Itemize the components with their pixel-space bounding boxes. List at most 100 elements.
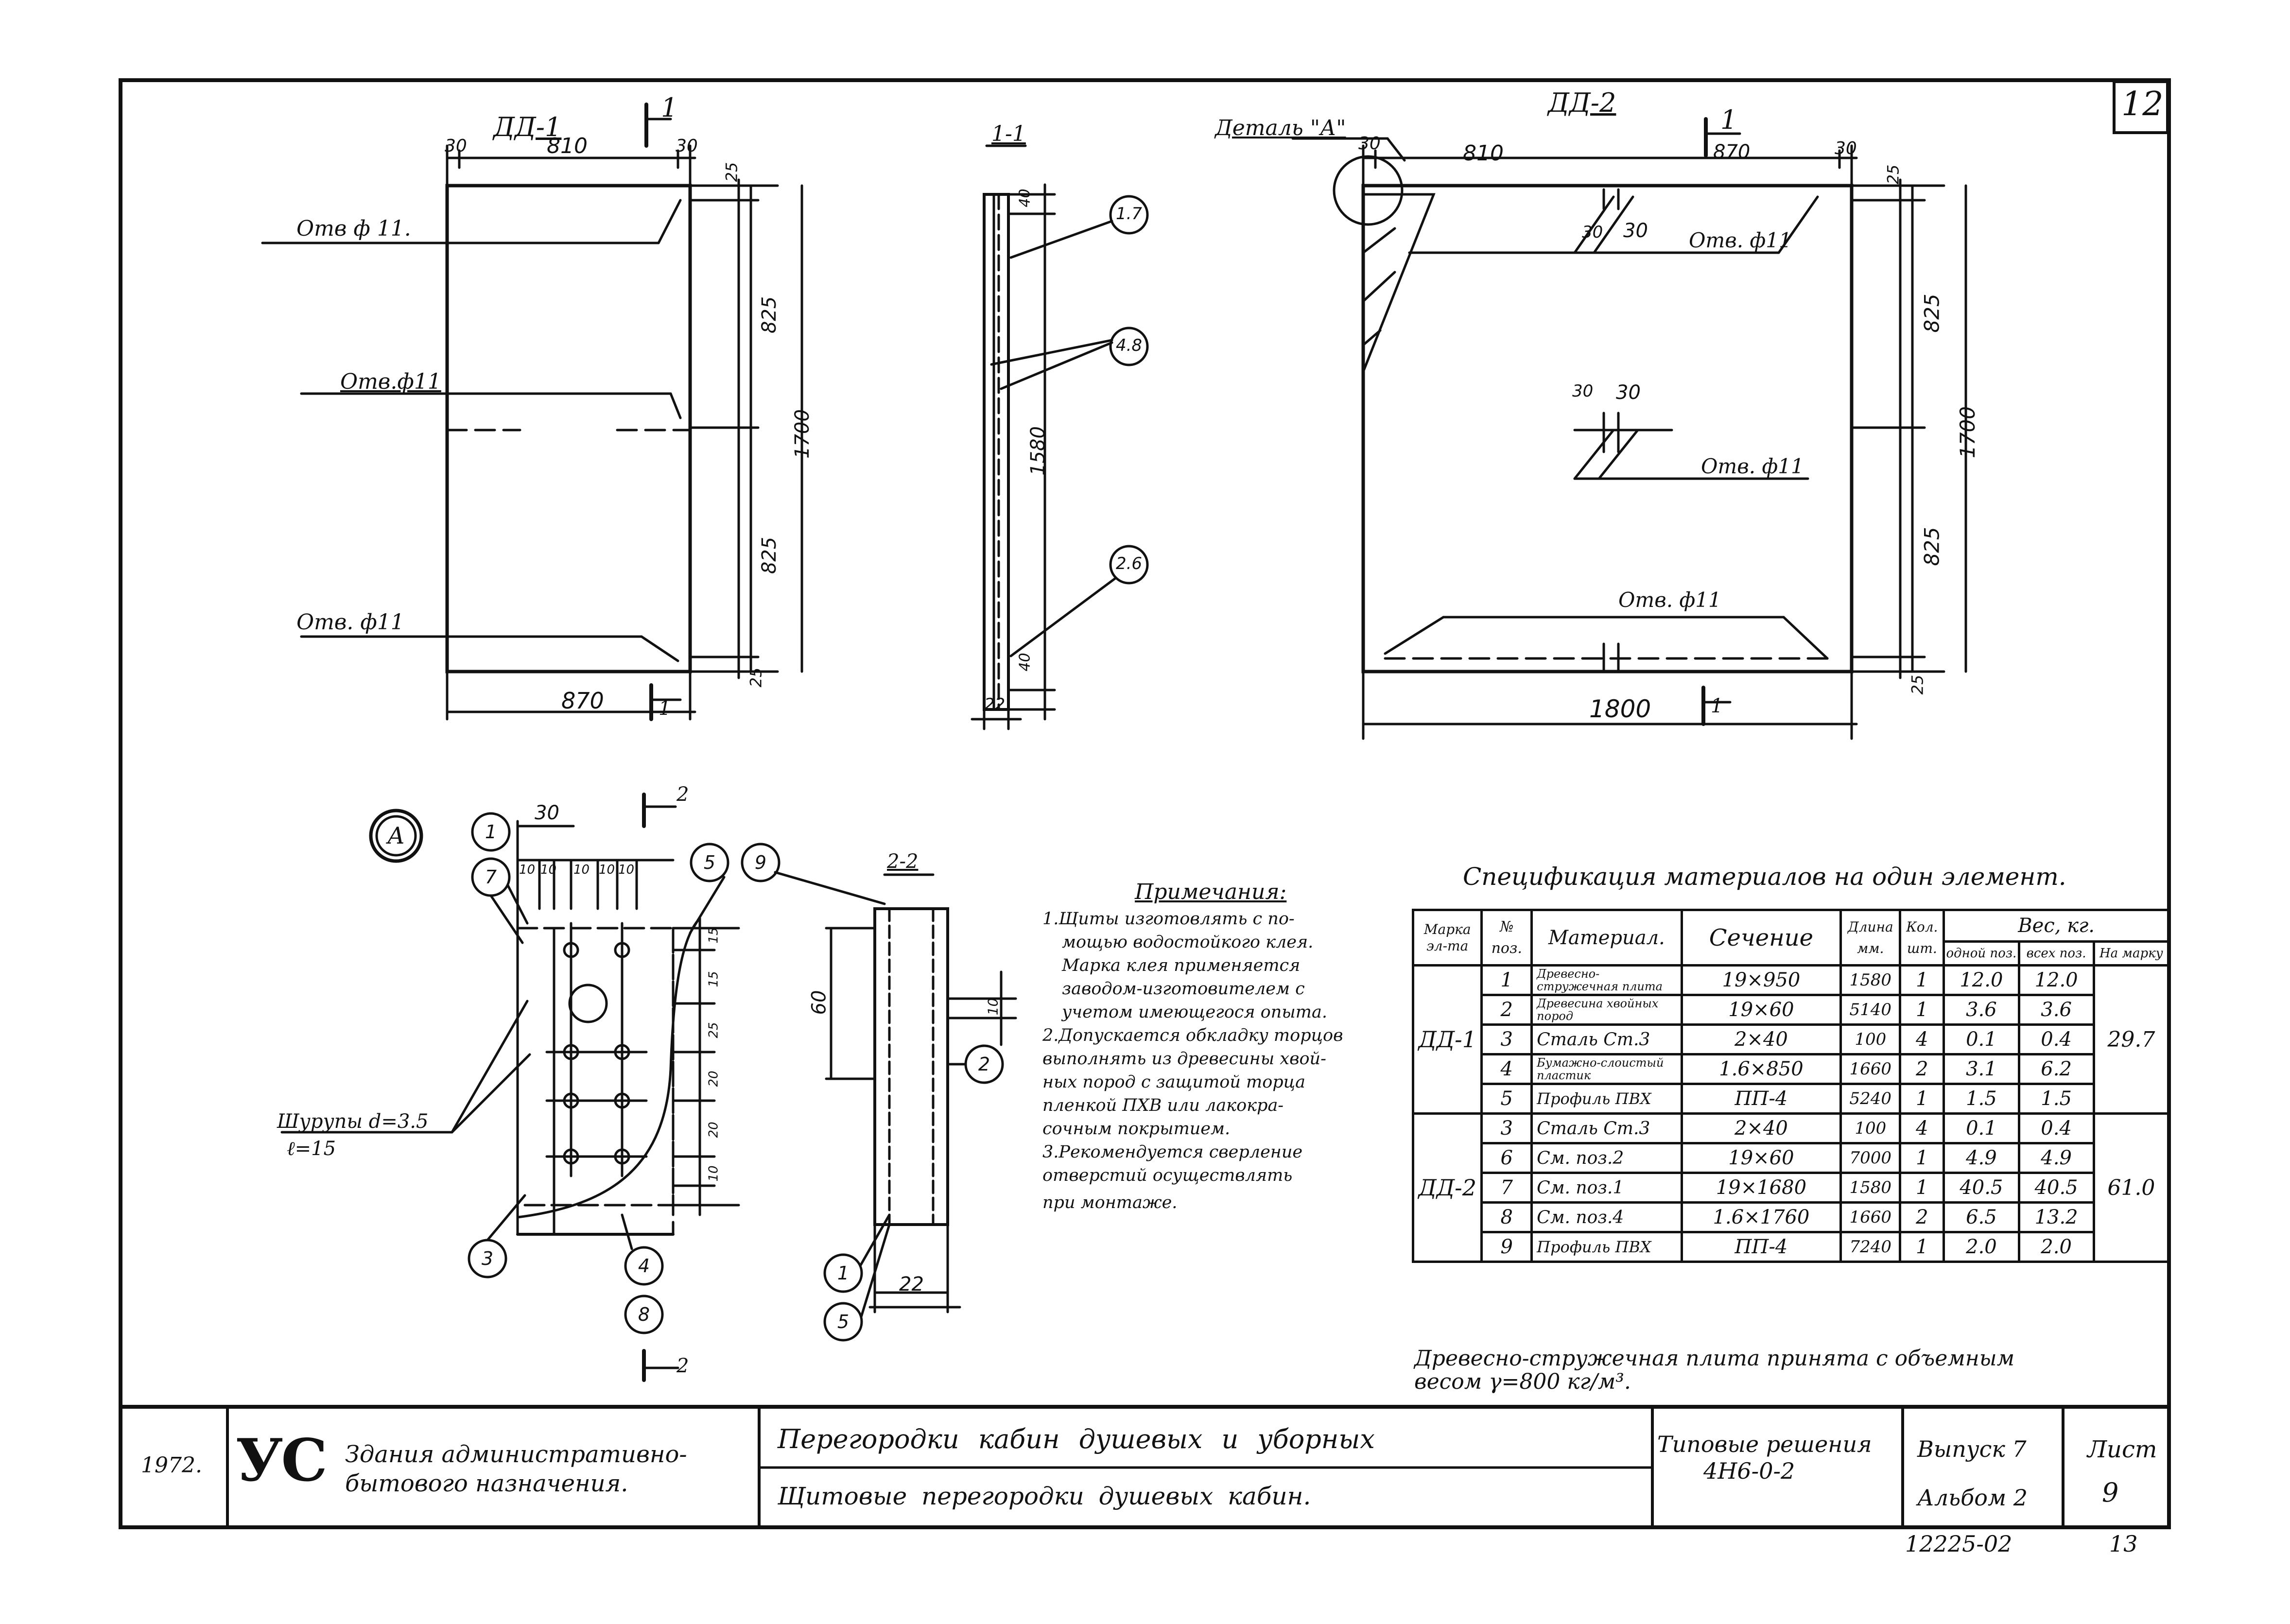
detail-a-bottom-marker: 2	[677, 1355, 689, 1377]
spec-cell-pos: 1	[1480, 964, 1533, 996]
dd2-detail-label: Деталь "А"	[1215, 116, 1346, 140]
spec-cell-qty: 1	[1899, 994, 1945, 1026]
notes-line-10: сочным покрытием.	[1042, 1119, 1231, 1139]
title-block-logo: УС	[236, 1426, 328, 1495]
spec-cell-w2: 1.5	[2017, 1083, 2095, 1115]
section-22-dim-height: 60	[808, 990, 831, 1015]
notes-block: Примечания: 1.Щиты изготовлять с по- мощ…	[1042, 880, 1426, 1214]
spec-cell-material: Профиль ПВХ	[1530, 1083, 1683, 1115]
spec-cell-w1: 12.0	[1943, 964, 2020, 996]
spec-cell-section: 19×60	[1680, 994, 1842, 1026]
spec-cell-w2: 13.2	[2017, 1201, 2095, 1233]
dd1-hole-label-mid: Отв.ф11	[340, 369, 441, 394]
title-block-series-line2: 4Н6-0-2	[1703, 1458, 1795, 1484]
table-row: 2 Древесина хвойных пород 19×60 5140 1 3…	[1413, 994, 2169, 1026]
detail-a-dim-right-5: 20	[706, 1122, 721, 1138]
title-block-series-line1: Типовые решения	[1657, 1431, 1872, 1457]
spec-cell-material: Древесина хвойных пород	[1530, 994, 1683, 1026]
detail-a-callout-1: 1	[485, 821, 497, 843]
table-row: ДД-2 3 Сталь Ст.3 2×40 100 4 0.1 0.4 61.…	[1411, 1112, 2170, 1263]
dd2-bottom-section-marker: 1	[1711, 695, 1723, 717]
detail-a-dim-right-2: 15	[706, 971, 721, 987]
spec-cell-pos: 3	[1480, 1023, 1533, 1055]
table-row: 5 Профиль ПВХ ПП-4 5240 1 1.5 1.5	[1413, 1083, 2169, 1115]
spec-header-qty: Кол. шт.	[1899, 909, 1945, 967]
spec-cell-section: ПП-4	[1680, 1083, 1842, 1115]
detail-a-callout-7: 7	[485, 866, 497, 888]
section-11-dim-top: 40	[1016, 189, 1034, 207]
section-11-callout-3: 2.6	[1115, 554, 1143, 573]
spec-cell-length: 5140	[1839, 994, 1902, 1026]
detail-a-outline	[280, 793, 886, 1382]
dd2-inner-dim-b2: 30	[1616, 381, 1641, 404]
spec-cell-qty: 4	[1899, 1112, 1945, 1144]
spec-cell-w1: 1.5	[1943, 1083, 2020, 1115]
spec-cell-pos: 6	[1480, 1142, 1533, 1174]
detail-a-dim-right-3: 25	[706, 1022, 721, 1038]
dd2-dim-bottom: 1800	[1589, 695, 1651, 723]
spec-cell-length: 7000	[1839, 1142, 1902, 1174]
detail-a-dim-row-4: 10	[599, 863, 615, 877]
section-22-outline	[823, 873, 1017, 1342]
dd2-dim-right-bottom: 25	[1908, 674, 1927, 695]
title-block-year: 1972.	[141, 1453, 202, 1478]
dd2-dim-top-870: 870	[1713, 141, 1751, 163]
spec-cell-qty: 4	[1899, 1023, 1945, 1055]
title-block-issue-line1: Выпуск 7	[1917, 1436, 2027, 1462]
spec-cell-qty: 2	[1899, 1053, 1945, 1085]
spec-cell-pos: 9	[1480, 1231, 1533, 1263]
spec-cell-pos: 4	[1480, 1053, 1533, 1085]
detail-a-callout-4: 4	[638, 1255, 650, 1277]
spec-cell-section: 2×40	[1680, 1112, 1842, 1144]
spec-header-one-pos: одной поз.	[1943, 940, 2020, 967]
detail-a-screws-label-2: ℓ=15	[287, 1138, 336, 1160]
bottom-right-number: 13	[2109, 1531, 2138, 1557]
spec-footnote-1: Древесно-стружечная плита принята с объе…	[1414, 1346, 2015, 1371]
spec-cell-w1: 4.9	[1943, 1142, 2020, 1174]
spec-header-per-mark: На марку	[2092, 940, 2170, 967]
spec-header-pos: № поз.	[1480, 909, 1533, 967]
spec-cell-w2: 12.0	[2017, 964, 2095, 996]
spec-cell-length: 1660	[1839, 1053, 1902, 1085]
spec-cell-w2: 6.2	[2017, 1053, 2095, 1085]
spec-cell-w1: 6.5	[1943, 1201, 2020, 1233]
table-row: 3 Сталь Ст.3 2×40 100 4 0.1 0.4	[1413, 1023, 2169, 1055]
detail-a-dim-row-3: 10	[573, 863, 590, 877]
spec-header-length: Длина мм.	[1839, 909, 1902, 967]
section-22-dim-bottom: 22	[899, 1273, 924, 1296]
dd2-inner-dim-a1: 30	[1582, 223, 1603, 242]
table-row: ДД-1 1 Древесно-стружечная плита 19×950 …	[1411, 964, 2170, 1115]
spec-table: Марка эл-та № поз. Материал. Сечение Дли…	[1411, 909, 2170, 1263]
spec-cell-material: Сталь Ст.3	[1530, 1023, 1683, 1055]
dd2-hole-label-bottom: Отв. ф11	[1618, 588, 1721, 612]
spec-header-section: Сечение	[1680, 909, 1842, 967]
spec-cell-length: 5240	[1839, 1083, 1902, 1115]
spec-cell-pos: 5	[1480, 1083, 1533, 1115]
spec-cell-material: См. поз.2	[1530, 1142, 1683, 1174]
spec-header-material: Материал.	[1530, 909, 1683, 967]
spec-cell-material: Сталь Ст.3	[1530, 1112, 1683, 1144]
spec-cell-length: 1580	[1839, 964, 1902, 996]
stamp-number: 12225-02	[1905, 1531, 2012, 1557]
section-22-callout-1: 1	[837, 1262, 850, 1284]
detail-a-dim-row-5: 10	[618, 863, 635, 877]
spec-cell-section: 1.6×850	[1680, 1053, 1842, 1085]
dd1-dim-bottom: 870	[561, 688, 604, 714]
page-number: 12	[2121, 85, 2164, 123]
table-row: 9 Профиль ПВХ ПП-4 7240 1 2.0 2.0	[1413, 1231, 2169, 1263]
spec-mark-dd2: ДД-2	[1411, 1112, 1483, 1263]
spec-cell-section: 2×40	[1680, 1023, 1842, 1055]
notes-line-1: 1.Щиты изготовлять с по-	[1042, 909, 1295, 929]
table-row: 6 См. поз.2 19×60 7000 1 4.9 4.9	[1413, 1142, 2169, 1174]
spec-cell-material: См. поз.1	[1530, 1172, 1683, 1204]
dd1-hole-label-top: Отв ф 11.	[296, 216, 411, 241]
dd2-hole-label-mid: Отв. ф11	[1701, 454, 1804, 478]
dd1-dim-right-upper: 825	[758, 296, 781, 334]
section-11-callout-2: 4.8	[1115, 336, 1143, 355]
dd1-dim-total-height: 1700	[791, 409, 814, 459]
title-block-issue-line2: Альбом 2	[1917, 1485, 2028, 1511]
dd2-outline	[1291, 117, 1967, 740]
spec-cell-material: Бумажно-слоистый пластик	[1530, 1053, 1683, 1085]
spec-header-mark: Марка эл-та	[1411, 909, 1483, 967]
